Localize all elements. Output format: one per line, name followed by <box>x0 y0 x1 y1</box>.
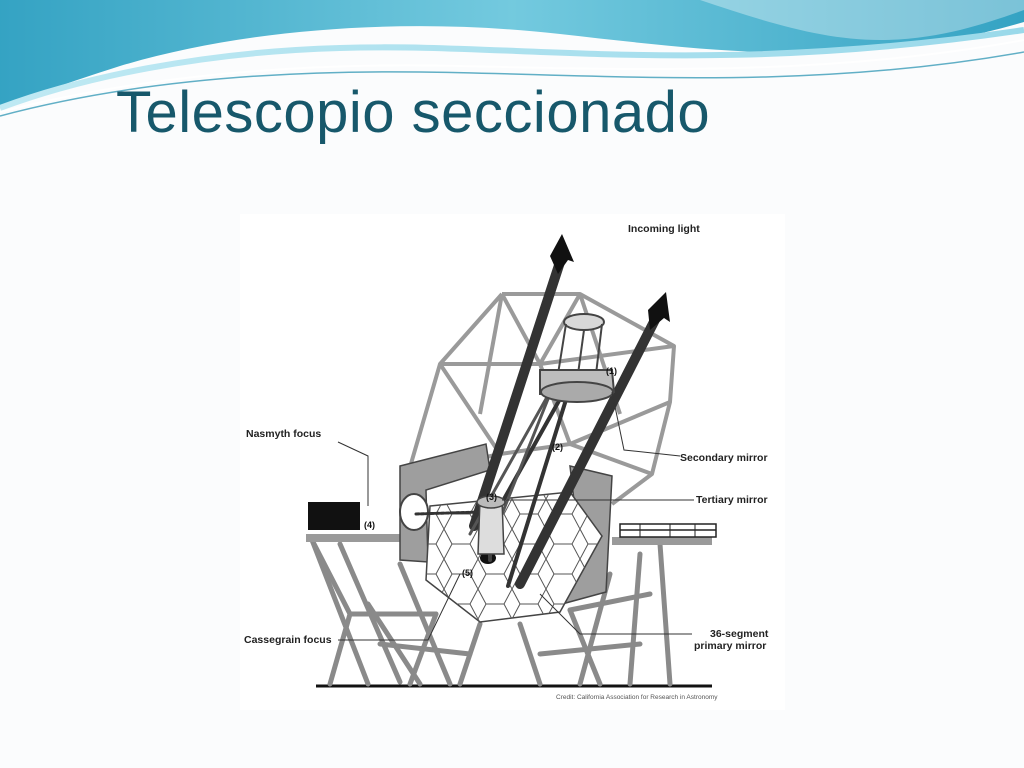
label-primary-mirror-line2: primary mirror <box>694 640 767 652</box>
number-4: (4) <box>364 520 375 530</box>
label-nasmyth-focus: Nasmyth focus <box>246 428 322 440</box>
tertiary-mirror-tower <box>476 495 506 555</box>
leader-lines <box>337 391 694 641</box>
slide-title: Telescopio seccionado <box>116 80 711 145</box>
label-incoming-light: Incoming light <box>628 223 700 235</box>
label-secondary-mirror: Secondary mirror <box>680 452 768 464</box>
telescope-drawing <box>306 234 717 688</box>
number-3: (3) <box>486 492 497 502</box>
figure-credit: Credit: California Association for Resea… <box>556 694 718 701</box>
incoming-light-arrows <box>550 234 670 330</box>
platforms <box>306 523 717 545</box>
label-cassegrain-focus: Cassegrain focus <box>244 634 332 646</box>
number-5: (5) <box>462 568 473 578</box>
number-1: (1) <box>606 366 617 376</box>
secondary-mirror-cage <box>539 313 616 403</box>
header-wave-decoration <box>0 0 1024 117</box>
label-tertiary-mirror: Tertiary mirror <box>696 494 768 506</box>
label-primary-mirror-line1: 36-segment <box>710 628 769 640</box>
base-truss <box>309 537 673 687</box>
number-2: (2) <box>552 442 563 452</box>
instrument-box <box>308 502 360 530</box>
telescope-cutaway-figure: Incoming light Nasmyth focus Secondary m… <box>240 214 785 710</box>
